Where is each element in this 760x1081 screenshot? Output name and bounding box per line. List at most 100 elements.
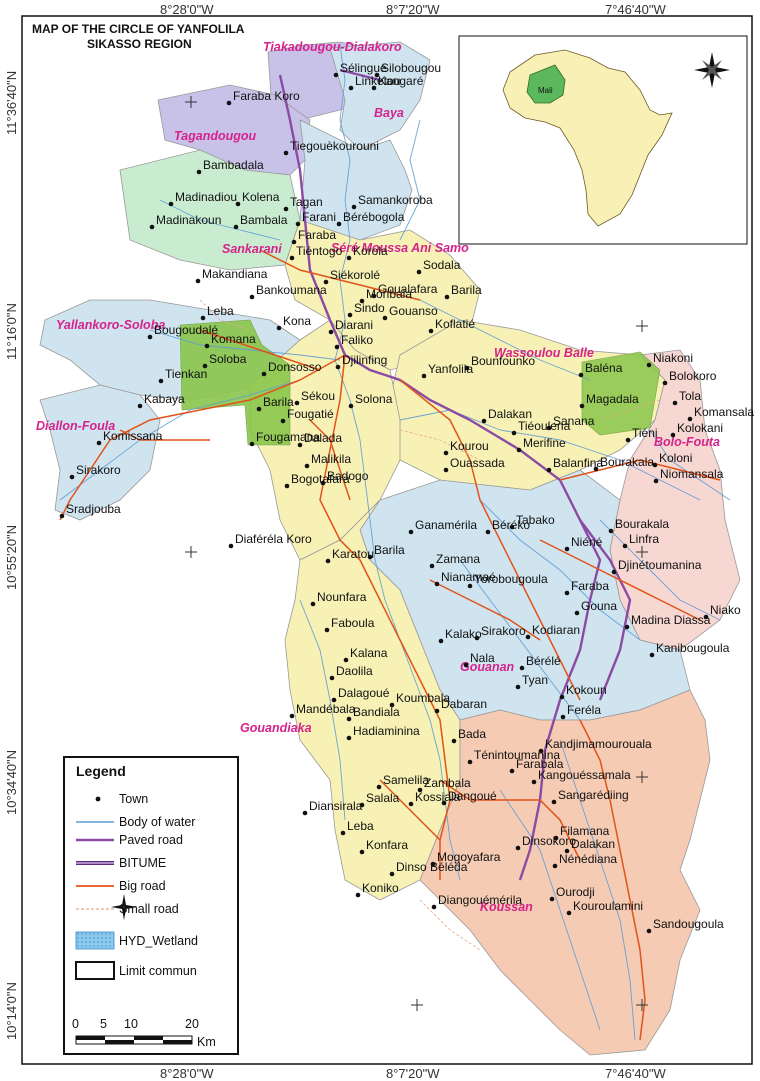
town-label: Samankoroba [358,193,433,207]
town: Magadala [579,392,639,409]
town: Niomansala [653,467,724,484]
town-dot [249,441,255,447]
town: Farani [295,210,336,227]
legend-label-wetland: HYD_Wetland [119,934,198,948]
town-label: Feréla [567,703,601,717]
town-dot [289,713,295,719]
town: Zamana [429,552,480,569]
town: Leba [340,819,374,836]
town-dot [291,239,297,245]
town-dot [646,362,652,368]
town-dot [515,684,521,690]
town-dot [451,738,457,744]
town-label: Kanibougoula [656,641,730,655]
town: Kalako [438,627,482,644]
town-dot [249,294,255,300]
town-label: Solona [355,392,393,406]
town: Komansala [687,405,754,422]
town-label: Dalakan [488,407,532,421]
town-label: Sandougoula [653,917,724,931]
town: Karatou [325,547,374,564]
town-label: Linfra [629,532,659,546]
town-label: Dinso Béléda [396,860,468,874]
paved-road-east [579,519,632,701]
wetland-niakoni [581,351,661,436]
town-label: Koloni [659,451,692,465]
town: Bourakala [608,517,669,534]
town-label: Konfara [366,838,408,852]
legend-label-paved: Paved road [119,833,183,847]
town-label: Tyan [522,673,548,687]
town-dot [195,278,201,284]
town-label: Barila [451,283,482,297]
town: Diarani [328,318,373,335]
town-dot [551,799,557,805]
town: Gouna [574,599,617,616]
town-label: Linketou [355,74,400,88]
town-dot [280,418,286,424]
town-label: Sodala [423,258,461,272]
town: Filamana [553,824,610,841]
town: Faraba [564,579,609,596]
town: Sradjouba [59,502,121,519]
town-label: Tiéntogo [296,244,343,258]
town-dot [346,735,352,741]
town-dot [284,483,290,489]
town-dot [443,450,449,456]
town-label: Magadala [586,392,639,406]
town-label: Moribala [366,287,412,301]
town-dot [672,400,678,406]
scale-tick: 0 [72,1017,79,1031]
town-dot [538,748,544,754]
commune-label: Tagandougou [174,129,257,143]
town-dot [546,467,552,473]
town: Mandébala [289,702,356,719]
town: Madina Diassa [624,613,711,630]
commune-label: Bolo-Fouta [654,435,720,449]
commune-label: Séré Moussa Ani Samo [331,241,469,255]
coord-top-3: 7°46'40"W [605,2,666,17]
town-label: Bandiala [353,705,400,719]
town-label: Kokoun [566,683,607,697]
town: Nénédiana [552,852,617,869]
commune-areas [39,41,741,1056]
town-dot [233,224,239,230]
town: Merifine [516,436,566,453]
scale-tick: 5 [100,1017,107,1031]
scale-tick: 20 [185,1017,199,1031]
town-label: Barila [374,543,405,557]
legend-label-bitume: BITUME [119,856,166,870]
coord-top-2: 8°7'20"W [386,2,440,17]
town-dot [467,583,473,589]
town: Tola [672,389,701,406]
town-dot [346,716,352,722]
town-dot [331,697,337,703]
town-label: Tiéni [632,426,658,440]
town: Koniko [355,881,399,898]
town-label: Ouassada [450,456,505,470]
town-label: Daolila [336,664,373,678]
town-dot [552,863,558,869]
town-label: Balanfina [553,456,603,470]
town-label: Sélingué [340,61,387,75]
town-dot [408,529,414,535]
town-label: Bounfounko [471,354,535,368]
town: Kalana [343,646,388,663]
town: Ténintoumanina [467,748,560,765]
town: Madinakoun [149,213,221,230]
town: Tiéoulena [511,419,571,436]
town-dot [310,601,316,607]
town: Niako [703,603,741,620]
town: Diansirala [302,799,363,816]
town-label: Merifine [523,436,566,450]
town: Djinétoumanina [611,558,702,575]
town-label: Sindo [354,301,385,315]
town-label: Karatou [332,547,374,561]
commune-area-baya-south [299,119,413,251]
town-dot [509,524,515,530]
town-label: Yanfolila [428,362,473,376]
town-label: Ganamérila [415,518,477,532]
town-dot [329,675,335,681]
coord-bottom-2: 8°7'20"W [386,1066,440,1081]
town-label: Kolokani [677,421,723,435]
